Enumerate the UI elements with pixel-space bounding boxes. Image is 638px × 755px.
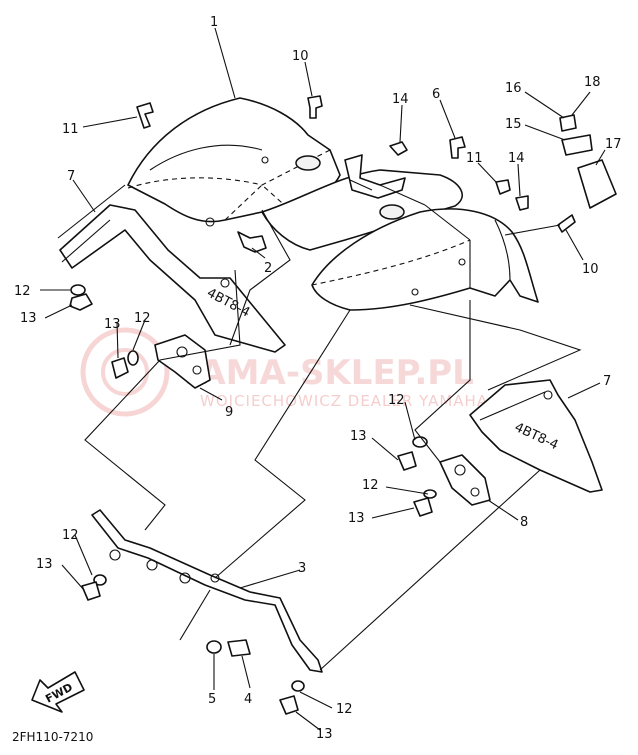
callout-3: 3 <box>298 561 306 576</box>
callout-13-b: 13 <box>104 317 121 332</box>
part-bracket-plate-right: 4BT8-4 <box>469 379 603 493</box>
callout-12-d: 12 <box>362 478 379 493</box>
callout-13-a: 13 <box>20 311 37 326</box>
callout-13-d: 13 <box>348 511 365 526</box>
callout-10-right: 10 <box>582 262 599 277</box>
callout-4: 4 <box>244 692 252 707</box>
part-fender-rear-right <box>311 208 539 311</box>
callout-2: 2 <box>264 261 272 276</box>
callout-12-f: 12 <box>336 702 353 717</box>
part-plate-8 <box>439 454 491 506</box>
callout-10: 10 <box>292 49 309 64</box>
drawing-code: 2FH110-7210 <box>12 730 93 744</box>
part-plate-9 <box>154 334 211 389</box>
callout-13-f: 13 <box>316 727 333 742</box>
callout-14: 14 <box>392 92 409 107</box>
leader-lines <box>40 27 606 731</box>
callout-13-e: 13 <box>36 557 53 572</box>
callout-17: 17 <box>605 137 622 152</box>
part-bracket-plate-left: 4BT8-4 <box>59 204 286 353</box>
callout-11: 11 <box>62 122 79 137</box>
callout-12-a: 12 <box>14 284 31 299</box>
watermark: YAMA-SKLEP.PL WOJCIECHOWICZ DEALER YAMAH… <box>80 327 488 417</box>
hardware-items <box>69 95 617 715</box>
callout-13-c: 13 <box>350 429 367 444</box>
callout-1: 1 <box>210 15 218 30</box>
forward-arrow-icon: FWD <box>31 671 85 713</box>
callout-12-e: 12 <box>62 528 79 543</box>
watermark-main-text: YAMA-SKLEP.PL <box>177 353 474 393</box>
callout-7-left: 7 <box>67 169 75 184</box>
part-fender-rear-left <box>127 97 463 251</box>
callout-11-right: 11 <box>466 151 483 166</box>
callout-14-right: 14 <box>508 151 525 166</box>
callout-6: 6 <box>432 87 440 102</box>
callout-7-right: 7 <box>603 374 611 389</box>
watermark-sub-text: WOJCIECHOWICZ DEALER YAMAHA <box>200 392 488 410</box>
callout-8: 8 <box>520 515 528 530</box>
callout-16: 16 <box>505 81 522 96</box>
callout-18: 18 <box>584 75 601 90</box>
callout-labels: 1 10 14 6 16 18 15 17 11 11 14 7 2 10 12… <box>14 15 622 742</box>
callout-5: 5 <box>208 692 216 707</box>
callout-12-c: 12 <box>388 393 405 408</box>
callout-12-b: 12 <box>134 311 151 326</box>
callout-15: 15 <box>505 117 522 132</box>
part-support-bar <box>91 509 323 673</box>
callout-9: 9 <box>225 405 233 420</box>
